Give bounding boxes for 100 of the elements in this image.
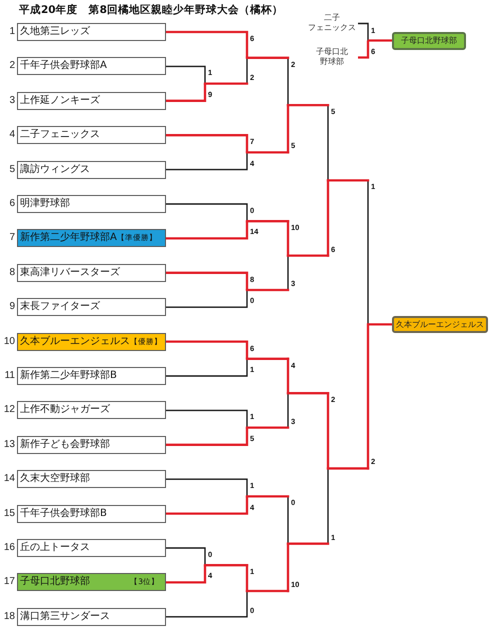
bracket-line — [166, 340, 248, 359]
team-box — [17, 126, 166, 144]
bracket-line — [246, 564, 248, 592]
bracket-line — [166, 496, 248, 515]
bracket-line — [326, 467, 370, 470]
seed-number: 11 — [4, 370, 15, 382]
bracket-line — [286, 104, 330, 106]
team-box — [17, 539, 166, 557]
bracket-line — [246, 495, 290, 498]
team-box — [17, 401, 166, 420]
team-box — [17, 160, 166, 179]
bracket-line — [166, 221, 248, 240]
team-box — [17, 229, 166, 248]
bracket-line — [326, 179, 330, 257]
bracket-line — [368, 39, 392, 42]
team-box — [17, 332, 166, 351]
bracket-line — [246, 151, 290, 154]
title: 平成20年度 第8回橘地区親睦少年野球大会（橘杯） — [19, 4, 283, 17]
bracket-line — [166, 30, 248, 58]
bracket-line — [166, 134, 248, 152]
team-name: 新作第二少年野球部B — [20, 370, 117, 382]
bracket-line — [166, 410, 248, 428]
bracket-line — [246, 426, 290, 429]
bracket-line — [287, 496, 289, 544]
bracket-line — [166, 478, 248, 496]
bracket-line — [166, 565, 206, 584]
bracket-line — [366, 323, 370, 470]
seed-number: 3 — [8, 94, 15, 107]
seed-number: 4 — [8, 129, 15, 142]
bracket-line — [246, 288, 290, 292]
team-box — [17, 195, 166, 213]
team-name: 久本ブルーエンジェルス — [20, 336, 130, 348]
seed-number: 15 — [2, 508, 15, 520]
bracket-line — [287, 392, 289, 428]
bracket-line — [287, 57, 289, 106]
seed-number: 6 — [8, 198, 15, 210]
seed-number: 1 — [8, 26, 15, 38]
bracket-line — [286, 392, 330, 394]
team-name: 新作子ども会野球部 — [20, 438, 110, 451]
team-name: 諏訪ウィングス — [20, 164, 90, 176]
team-box — [17, 298, 166, 316]
bracket-line — [327, 104, 329, 182]
bracket-line — [204, 564, 248, 566]
bracket-line — [286, 542, 330, 545]
seed-number: 18 — [2, 610, 15, 623]
bracket-line — [246, 220, 290, 222]
seed-number: 14 — [2, 473, 15, 486]
team-name: 東高津リバースターズ — [20, 266, 120, 279]
bracket-line — [358, 22, 369, 40]
bracket-line — [286, 104, 290, 154]
bracket-line — [166, 203, 248, 222]
bracket-line — [166, 428, 248, 446]
bracket-line — [166, 272, 248, 290]
bracket-line — [204, 82, 248, 85]
team-name: 二子フェニックス — [306, 13, 358, 34]
winner-box — [392, 316, 488, 333]
team-name: 久末大空野球部 — [20, 473, 90, 486]
bracket-line — [166, 547, 206, 566]
bracket-line — [166, 84, 206, 102]
team-name: 上作延ノンキーズ — [20, 94, 100, 107]
team-name: 明津野球部 — [20, 198, 70, 210]
bracket-line — [286, 254, 330, 257]
bracket-line — [367, 180, 369, 326]
bracket-line — [166, 66, 206, 84]
team-name: 子母口北野球部 — [306, 47, 358, 68]
team-box — [17, 57, 166, 76]
bracket-line — [286, 358, 290, 394]
team-box — [17, 436, 166, 454]
seed-number: 10 — [2, 336, 15, 348]
team-name: 新作第二少年野球部A — [20, 232, 117, 244]
team-name: 二子フェニックス — [20, 129, 100, 142]
bracket-line — [326, 392, 330, 470]
bracket-line — [286, 542, 290, 592]
seed-number: 9 — [8, 301, 15, 314]
team-name: 千年子供会野球部B — [20, 508, 107, 520]
bracket-line — [286, 220, 290, 257]
team-box — [17, 470, 166, 488]
team-name: 丘の上トータス — [20, 542, 90, 554]
seed-number: 5 — [8, 164, 15, 176]
team-name: 末長ファイターズ — [20, 301, 100, 314]
team-box — [17, 367, 166, 385]
team-box — [17, 92, 166, 110]
bracket-line — [166, 290, 248, 308]
team-box — [17, 23, 166, 41]
seed-number: 7 — [8, 232, 15, 244]
team-name: 溝口第三サンダース — [20, 610, 110, 623]
bracket-line — [246, 56, 290, 59]
seed-number: 2 — [8, 60, 15, 72]
bracket-line — [326, 179, 370, 182]
seed-number: 16 — [2, 542, 15, 554]
bracket-line — [246, 358, 290, 360]
bracket-line — [327, 468, 329, 544]
seed-number: 12 — [2, 404, 15, 416]
third-place-box — [392, 32, 466, 50]
team-name: 子母口北野球部 — [20, 576, 90, 588]
team-name: 久地第三レッズ — [20, 26, 90, 38]
team-box — [17, 264, 166, 282]
bracket-line — [166, 152, 248, 170]
team-box — [17, 608, 166, 626]
team-name: 久本ブルーエンジェルス — [396, 320, 484, 330]
